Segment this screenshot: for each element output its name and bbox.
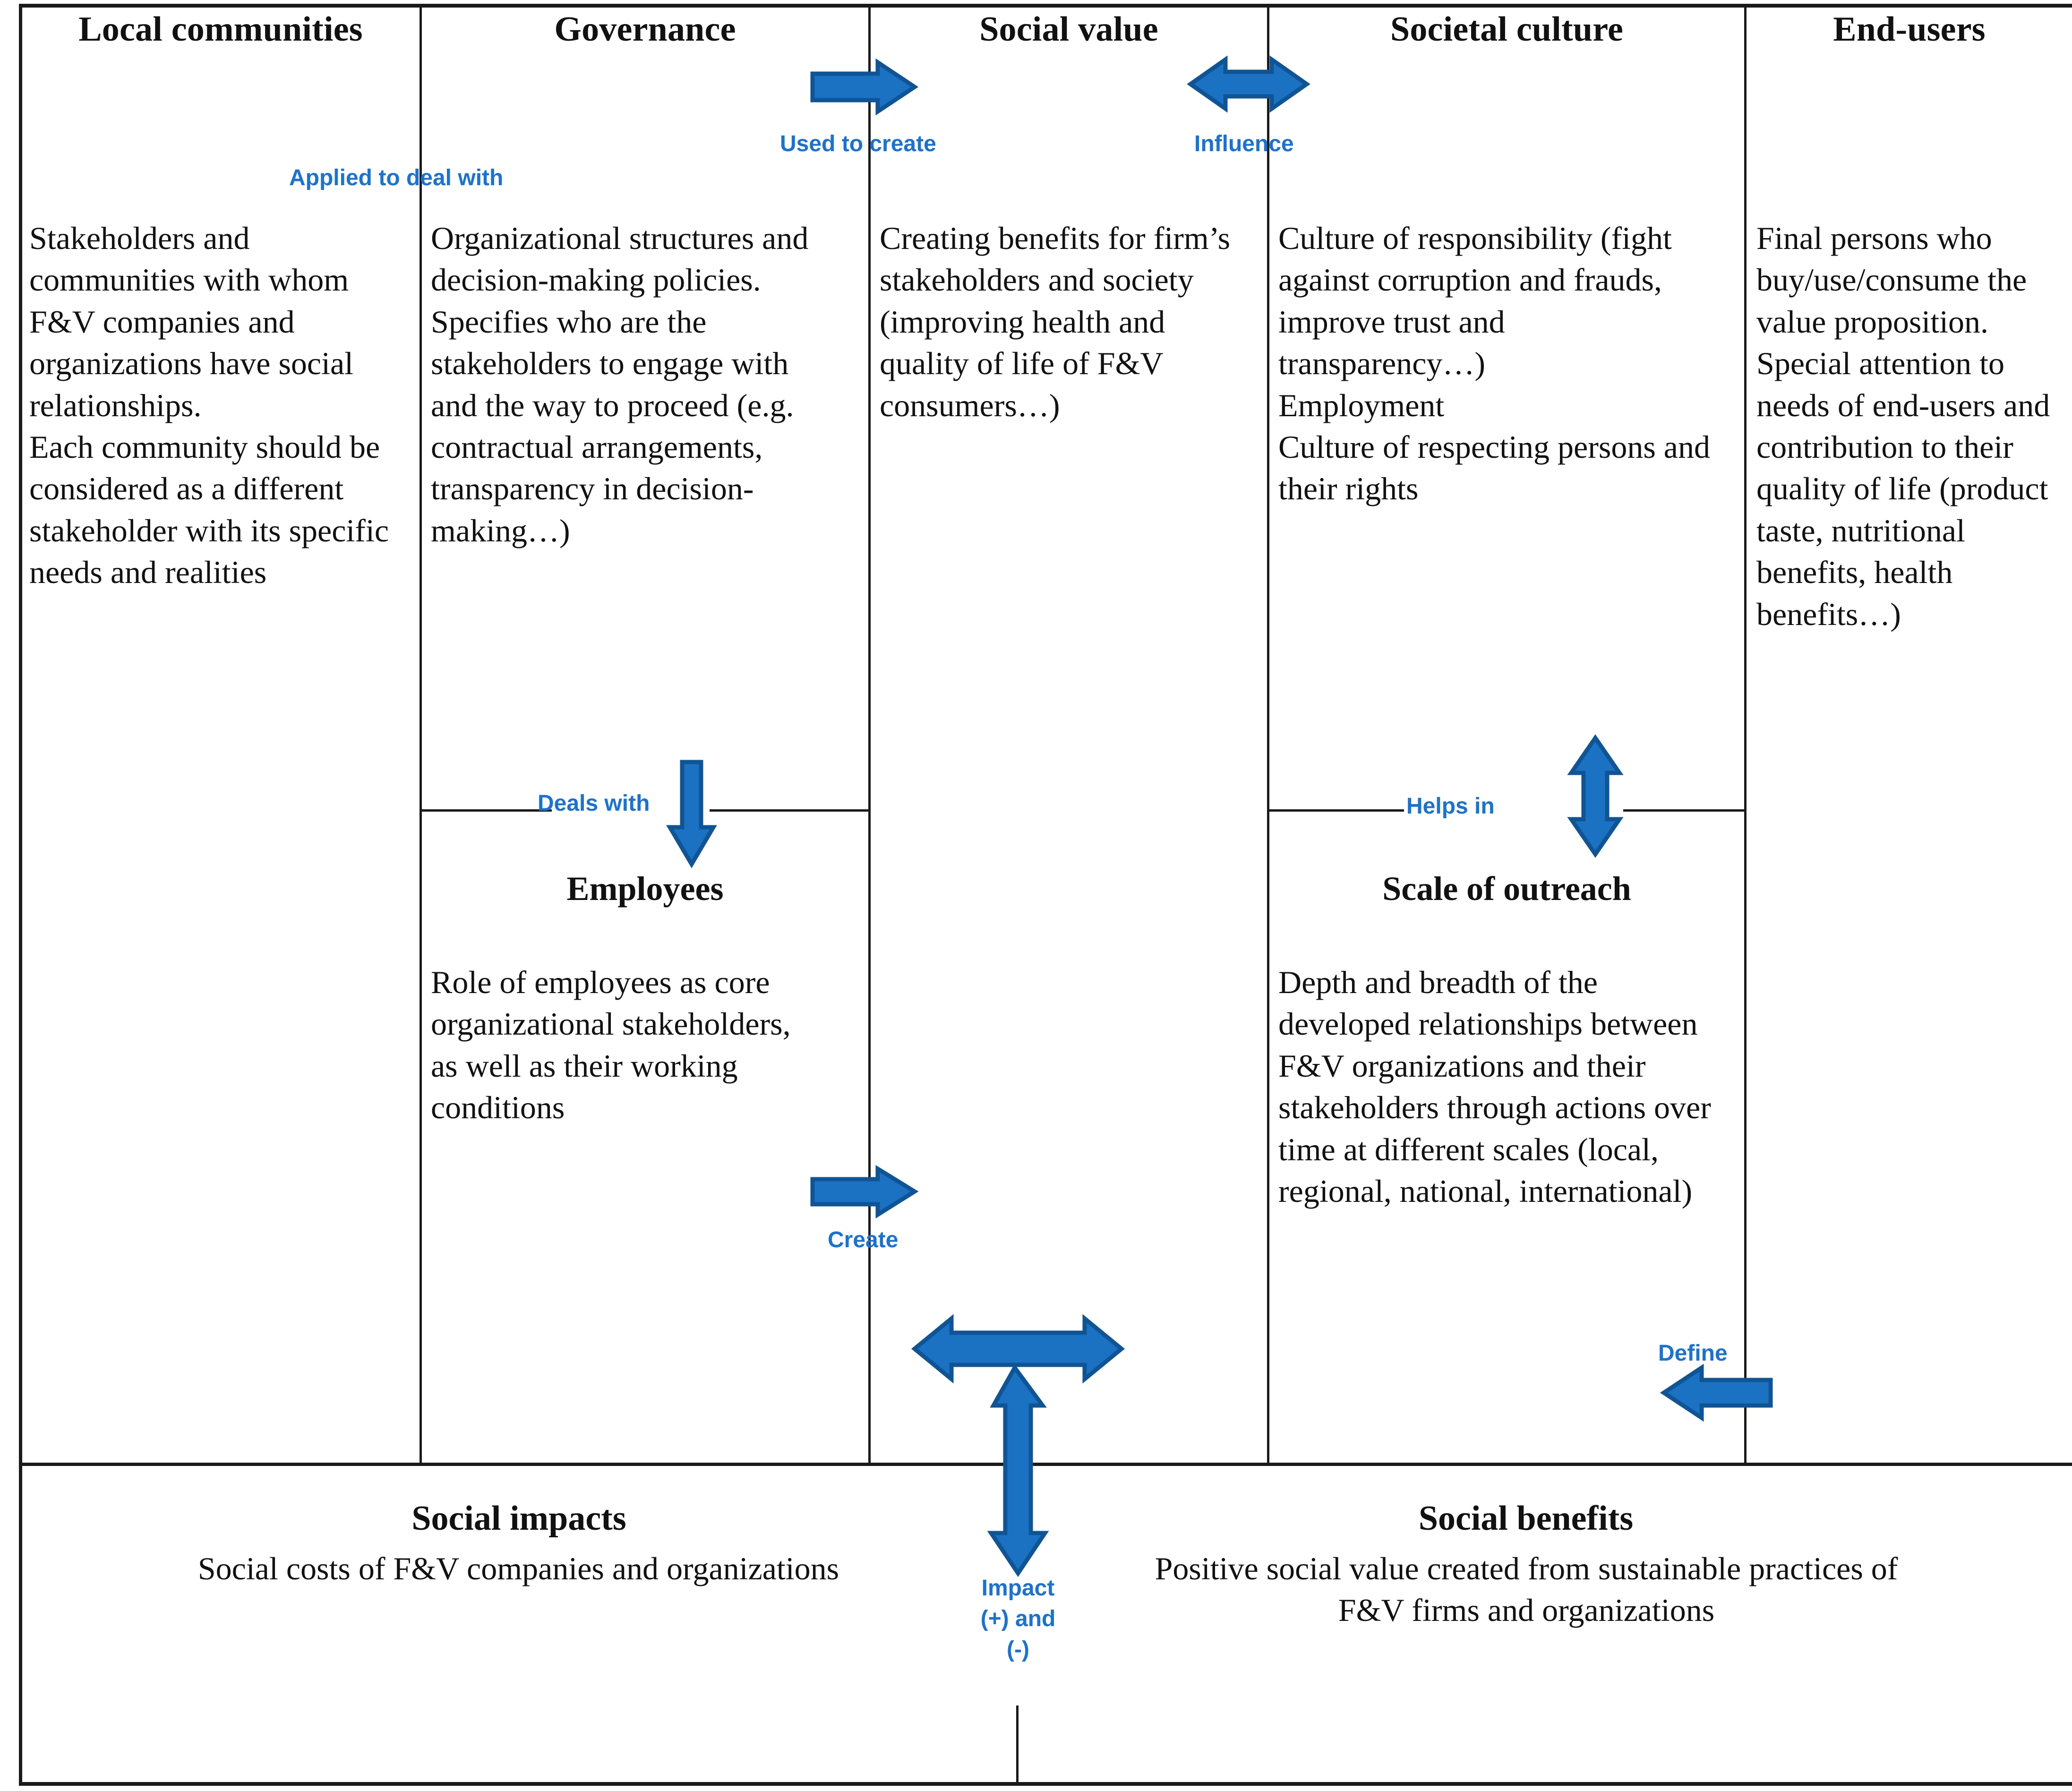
governance-subdivider-right [710,809,871,812]
column-body-social-value: Creating benefits for firm’s stakeholder… [880,220,1231,423]
column-header-end-users: End-users [1833,10,1986,49]
top-border [19,4,2072,8]
left-border [19,4,22,1785]
arrow-right-icon-used-to-create [810,58,919,116]
column-body-governance: Organizational structures and decision-m… [431,220,809,548]
bottom-title-social-benefits: Social benefits [1418,1499,1634,1538]
arrow-right-icon-create [810,1165,919,1219]
culture-subdivider-left [1267,809,1404,812]
bottom-border [19,1782,2072,1786]
connector-label-applied-to-deal-with: Applied to deal with [289,165,504,190]
connector-label-used-to-create: Used to create [780,131,936,156]
culture-subdivider-right [1623,809,1747,812]
connector-label-helps-in: Helps in [1406,794,1495,819]
arrow-down-icon-deals-with [666,760,717,868]
bottom-text-social-impacts: Social costs of F&V companies and organi… [197,1551,839,1586]
column-header-societal-culture: Societal culture [1390,10,1624,49]
arrow-left-right-down-icon-impact [911,1311,1125,1577]
arrow-left-right-icon-influence [1187,55,1310,113]
arrow-left-icon-define [1660,1363,1773,1422]
governance-subdivider-left [420,809,552,812]
band-divider-top [19,1463,2072,1466]
connector-label-impact: Impact (+) and (-) [980,1576,1056,1662]
column-header-governance: Governance [554,10,736,49]
connector-label-create: Create [828,1227,899,1252]
arrow-up-down-icon-helps-in [1567,734,1624,858]
band-center-divider [1016,1705,1019,1785]
column-body-end-users: Final persons who buy/use/consume the va… [1756,220,2050,632]
bottom-title-social-impacts: Social impacts [411,1499,626,1538]
sub-body-employees: Role of employees as core organizational… [431,964,791,1126]
connector-label-define: Define [1658,1341,1728,1366]
sub-body-scale-of-outreach: Depth and breadth of the developed relat… [1278,964,1711,1209]
column-separator-4 [1744,8,1747,1464]
bottom-text-social-benefits: Positive social value created from susta… [1155,1551,1898,1628]
column-body-societal-culture: Culture of responsibility (fight against… [1278,220,1710,507]
connector-label-influence: Influence [1194,131,1294,156]
sub-header-scale-of-outreach: Scale of outreach [1382,870,1631,908]
column-body-local-communities: Stakeholders and communities with whom F… [29,220,389,591]
column-separator-1 [420,8,422,1464]
sub-header-employees: Employees [566,870,724,908]
column-separator-2 [868,8,871,1464]
column-header-social-value: Social value [979,10,1158,49]
connector-label-deals-with: Deals with [538,791,650,816]
column-header-local-communities: Local communities [78,10,363,49]
column-separator-3 [1267,8,1269,1464]
